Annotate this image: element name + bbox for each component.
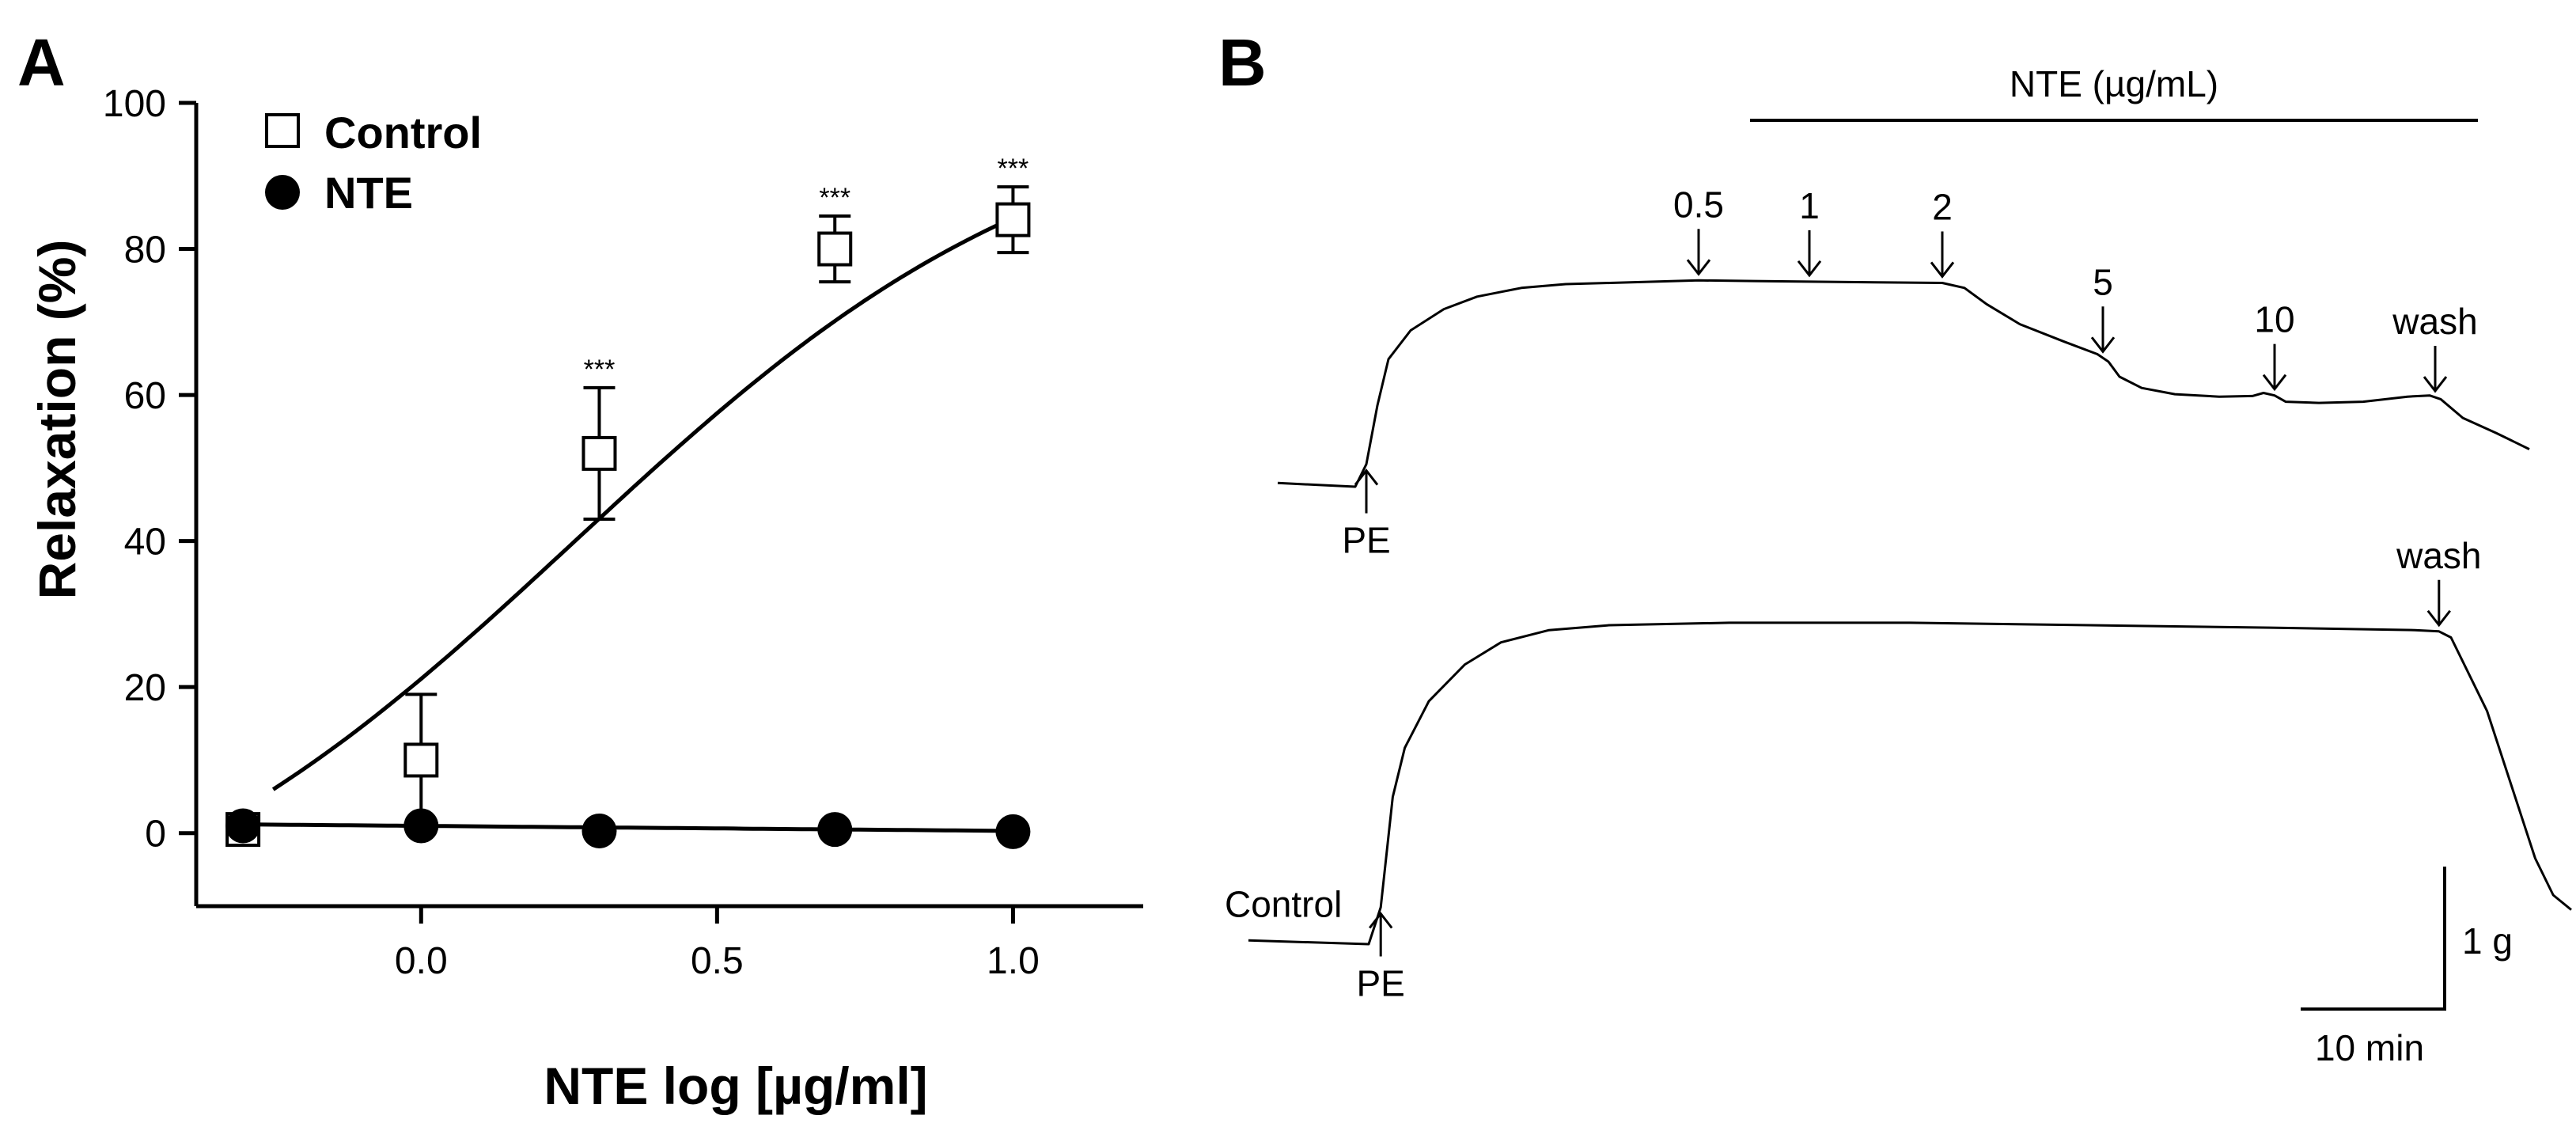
arrow-head bbox=[1930, 261, 1955, 279]
arrow-head bbox=[1369, 912, 1393, 929]
trace-nte bbox=[1277, 279, 2530, 488]
panel-letter-b: B bbox=[1218, 25, 1267, 100]
arrow-head bbox=[2090, 336, 2116, 354]
data-point-control bbox=[817, 231, 853, 267]
fit-curve-nte bbox=[243, 822, 1013, 833]
trace-control bbox=[1248, 621, 2572, 946]
arrow-label: PE bbox=[1357, 963, 1405, 1004]
scale-bar: 1 g 10 min bbox=[2301, 867, 2513, 1068]
x-ticks: 0.0 0.5 1.0 bbox=[395, 906, 1040, 982]
arrow-head bbox=[1354, 469, 1379, 486]
nte-concentration-label: NTE (µg/mL) bbox=[2010, 63, 2218, 104]
x-tick-label: 0.0 bbox=[395, 940, 448, 982]
trace-label: Control bbox=[1225, 883, 1342, 924]
fit-curves bbox=[243, 216, 1014, 833]
data-points bbox=[225, 202, 1031, 849]
data-point-nte bbox=[995, 814, 1031, 849]
panel-letter-a: A bbox=[17, 25, 66, 100]
y-tick-label: 20 bbox=[124, 667, 166, 709]
y-axis-title: Relaxation (%) bbox=[28, 240, 86, 600]
arrow-head bbox=[1686, 259, 1711, 276]
significance-mark: *** bbox=[584, 355, 616, 385]
y-ticks: 0 20 40 60 80 100 bbox=[103, 83, 196, 856]
legend-label-nte: NTE bbox=[324, 168, 413, 218]
arrow-head bbox=[1797, 260, 1822, 278]
data-point-nte bbox=[403, 808, 439, 844]
y-tick-label: 60 bbox=[124, 375, 166, 417]
significance-marks: *** *** *** bbox=[584, 154, 1029, 385]
scale-bar-x-label: 10 min bbox=[2315, 1027, 2424, 1068]
x-tick-label: 0.5 bbox=[691, 940, 744, 982]
arrow-label: 10 bbox=[2254, 299, 2294, 340]
significance-mark: *** bbox=[998, 154, 1029, 184]
fit-curve-control bbox=[271, 216, 1014, 791]
arrow-label: wash bbox=[2392, 301, 2477, 342]
y-tick-label: 0 bbox=[145, 814, 166, 856]
x-axis-title: NTE log [µg/ml] bbox=[544, 1057, 927, 1115]
legend: Control NTE bbox=[265, 108, 482, 218]
data-point-control bbox=[403, 742, 439, 778]
arrow-head bbox=[2423, 376, 2448, 393]
dose-response-chart: 0 20 40 60 80 100 0.0 0.5 1.0 *** *** *** NTE log… bbox=[28, 83, 1143, 1115]
legend-marker-nte bbox=[265, 175, 300, 210]
arrow-label: 5 bbox=[2093, 261, 2113, 302]
x-tick-label: 1.0 bbox=[987, 940, 1040, 982]
data-point-control bbox=[581, 435, 617, 471]
arrow-label: 0.5 bbox=[1673, 184, 1724, 225]
legend-label-control: Control bbox=[324, 108, 482, 157]
y-tick-label: 100 bbox=[103, 83, 166, 125]
y-tick-label: 40 bbox=[124, 522, 166, 563]
arrow-label: 1 bbox=[1799, 185, 1820, 226]
arrow-label: wash bbox=[2396, 535, 2481, 576]
legend-marker-control bbox=[265, 113, 300, 148]
data-point-nte bbox=[225, 808, 261, 844]
y-tick-label: 80 bbox=[124, 230, 166, 271]
significance-mark: *** bbox=[819, 183, 850, 213]
arrow-label: 2 bbox=[1932, 186, 1953, 227]
arrow-head bbox=[2426, 609, 2451, 628]
scale-bar-y-label: 1 g bbox=[2462, 920, 2513, 962]
arrow-head bbox=[2262, 374, 2287, 392]
arrow-label: PE bbox=[1342, 520, 1390, 561]
data-point-nte bbox=[581, 813, 617, 848]
data-point-nte bbox=[817, 812, 853, 848]
error-bars bbox=[405, 185, 1029, 828]
data-point-control bbox=[995, 202, 1031, 237]
